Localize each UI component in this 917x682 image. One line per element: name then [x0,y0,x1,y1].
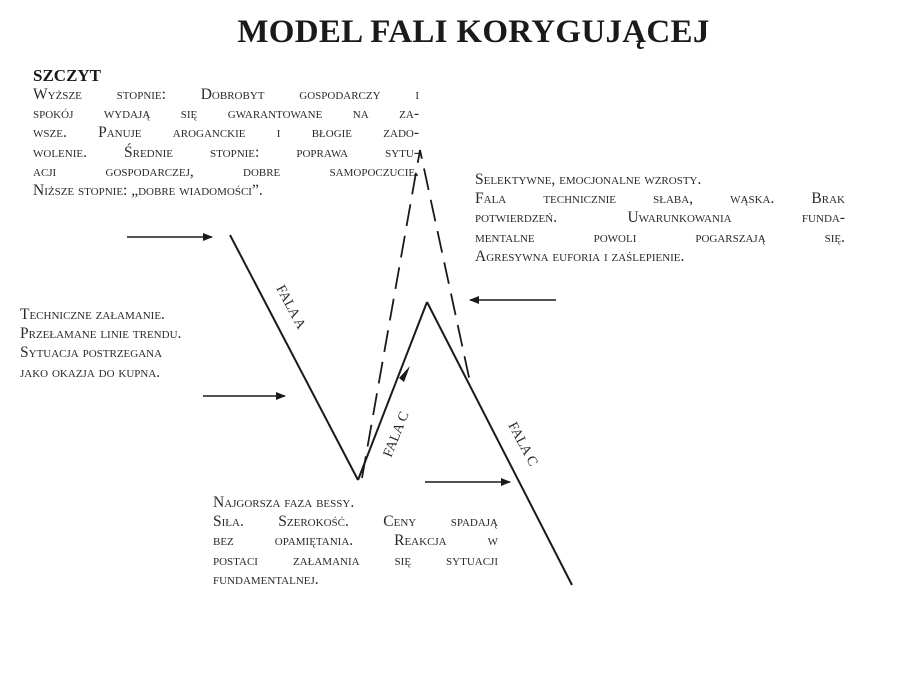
text-line: fundamentalnej. [213,570,319,588]
text-line: spokój wydają się gwarantowane na za- [33,105,419,123]
text-line: Selektywne, emocjonalne wzrosty. [475,171,702,188]
text-line: acji gospodarczej, dobre samopoczucie. [33,162,419,180]
text-line: Przełamane linie trendu. [20,325,182,343]
text-line: Wyższe stopnie: Dobrobyt gospodarczy i [33,86,419,103]
wave-c-line [426,301,573,586]
peak-heading: SZCZYT [33,66,102,85]
right-note: Selektywne, emocjonalne wzrosty. Fala te… [475,170,845,266]
text-line: Techniczne załamanie. [20,306,165,323]
text-line: Sytuacja postrzegana [20,344,163,362]
dashed-alternative-path [361,149,471,479]
peak-description: Wyższe stopnie: Dobrobyt gospodarczy i s… [33,85,419,200]
text-line: wolenie. Średnie stopnie: poprawa sytu- [33,143,419,161]
text-line: Niższe stopnie: „dobre wiadomości”. [33,182,263,200]
wave-label-mid: FALA C [381,410,413,460]
arrowhead-on-wave-b [399,366,410,382]
left-note: Techniczne załamanie. Przełamane linie t… [20,305,260,382]
text-line: Najgorsza faza bessy. [213,494,355,511]
text-line: potwierdzeń. Uwarunkowania funda- [475,209,845,227]
text-line: postaci załamania się sytuacji [213,551,498,569]
bottom-note: Najgorsza faza bessy. Siła. Szerokość. C… [213,493,498,589]
text-line: Agresywna euforia i zaślepienie. [475,247,685,265]
text-line: Fala technicznie słaba, wąska. Brak [475,190,845,208]
wave-a-line [229,234,359,481]
text-line: bez opamiętania. Reakcja w [213,532,498,550]
text-line: mentalne powoli pogarszają się. [475,228,845,246]
page-title: MODEL FALI KORYGUJĄCEJ [237,14,710,50]
wave-b-line [357,301,428,481]
text-line: Siła. Szerokość. Ceny spadają [213,513,498,531]
text-line: jako okazja do kupna. [20,363,161,381]
text-line: wsze. Panuje aroganckie i błogie zado- [33,124,419,142]
